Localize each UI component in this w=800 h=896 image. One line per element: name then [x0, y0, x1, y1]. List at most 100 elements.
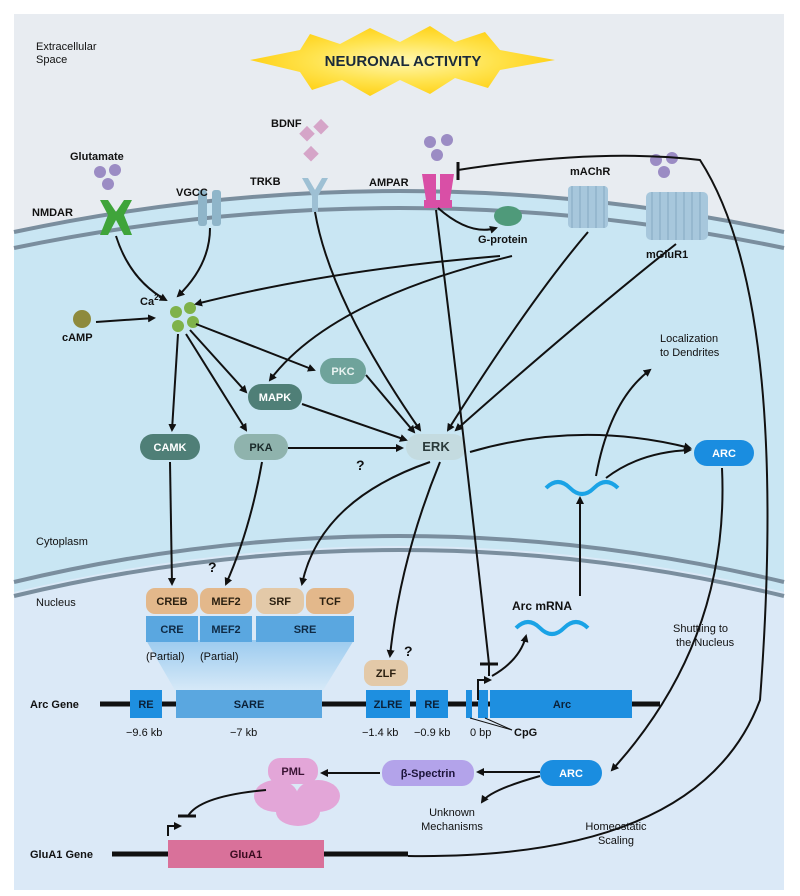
sre-element: [256, 616, 354, 642]
pkc-node: [320, 358, 366, 384]
trkb-label: TRKB: [250, 176, 281, 188]
re-left-element: [130, 690, 162, 718]
inhibition-paths: [187, 154, 769, 858]
glua1-tss-arrow: [167, 822, 182, 836]
erk-label: ERK: [422, 439, 450, 454]
tcf-label: TCF: [319, 596, 341, 608]
arc-protein-nucleus: [540, 760, 602, 786]
zlf-factor: [364, 660, 408, 686]
tcf-factor: [306, 588, 354, 614]
re-right-element: [416, 690, 448, 718]
glutamate-ligands: [94, 164, 121, 190]
pos-0-9kb: −0.9 kb: [414, 727, 450, 739]
re-right-label: RE: [424, 699, 439, 711]
activation-arrows: [95, 207, 724, 804]
arc-mrna-nucleus: [514, 620, 590, 636]
sare-label: SARE: [234, 699, 265, 711]
camk-label: CAMK: [154, 442, 187, 454]
srf-label: SRF: [269, 596, 291, 608]
arc-coding-label: Arc: [553, 699, 571, 711]
zlre-label: ZLRE: [374, 699, 403, 711]
cpg-label: CpG: [514, 727, 537, 739]
sre-label: SRE: [294, 624, 317, 636]
neuronal-activity-burst: NEURONAL ACTIVITY: [250, 26, 555, 96]
re-left-label: RE: [138, 699, 153, 711]
nmdar-label: NMDAR: [32, 207, 73, 219]
glua1-coding-region: [168, 840, 324, 868]
cre-label: CRE: [160, 624, 183, 636]
cytoplasm-label: Cytoplasm: [36, 536, 88, 548]
pos-0bp: 0 bp: [470, 727, 491, 739]
pka-label: PKA: [249, 442, 272, 454]
pml-label: PML: [281, 766, 305, 778]
arc-gene-label: Arc Gene: [30, 699, 79, 711]
cre-element: [146, 616, 198, 642]
sare-element: [176, 690, 322, 718]
mef2-question: ?: [208, 559, 217, 575]
ampar-ligands: [424, 134, 453, 161]
mef2-factor: [200, 588, 252, 614]
cre-partial-label: (Partial): [146, 651, 185, 663]
nuclear-membrane-inner: [13, 548, 785, 598]
glua1-gene-label: GluA1 Gene: [30, 849, 93, 861]
zlf-question: ?: [404, 643, 413, 659]
arc-protein-cytoplasm-label: ARC: [712, 448, 736, 460]
mglur1-label: mGluR1: [646, 249, 688, 261]
mef2-element: [200, 616, 252, 642]
nucleus-label: Nucleus: [36, 597, 76, 609]
arc-mrna-label: Arc mRNA: [512, 599, 572, 613]
arc-mrna-cytoplasm: [544, 480, 620, 496]
calcium-label: Ca2+: [140, 293, 164, 308]
machr-receptor: [568, 186, 608, 228]
spectrin-node: [382, 760, 474, 786]
mapk-node: [248, 384, 302, 410]
creb-label: CREB: [156, 596, 187, 608]
cpg-bar-2: [478, 690, 488, 718]
mef2-element-label: MEF2: [211, 624, 240, 636]
ampar-receptor: [422, 174, 454, 208]
arc-protein-cytoplasm: [694, 440, 754, 466]
mef2-factor-label: MEF2: [211, 596, 240, 608]
pml-body-3: [276, 798, 320, 826]
sare-composition-cone: [146, 640, 354, 692]
zlf-label: ZLF: [376, 668, 396, 680]
creb-factor: [146, 588, 198, 614]
cpg-bar-1: [466, 690, 472, 718]
zlre-element: [366, 690, 410, 718]
g-protein-label: G-protein: [478, 234, 528, 246]
machr-label: mAChR: [570, 166, 610, 178]
pos-1-4kb: −1.4 kb: [362, 727, 398, 739]
vgcc-label: VGCC: [176, 187, 208, 199]
camp-molecule: [73, 310, 91, 328]
arc-coding-region: [490, 690, 632, 718]
pos-7kb: −7 kb: [230, 727, 257, 739]
mapk-label: MAPK: [259, 392, 291, 404]
glutamate-label: Glutamate: [70, 151, 124, 163]
ampar-label: AMPAR: [369, 177, 409, 189]
pml-node: [268, 758, 318, 784]
trkb-receptor: [302, 178, 328, 212]
camp-label: cAMP: [62, 332, 93, 344]
mef2-partial-label: (Partial): [200, 651, 239, 663]
pka-erk-question: ?: [356, 457, 365, 473]
pka-node: [234, 434, 288, 460]
g-protein-shape: [494, 206, 522, 226]
nmdar-receptor: [100, 200, 132, 235]
glua1-coding-label: GluA1: [230, 849, 262, 861]
camk-node: [140, 434, 200, 460]
erk-node: [406, 434, 466, 460]
mglur1-receptor: [646, 192, 708, 240]
srf-factor: [256, 588, 304, 614]
pos-9-6kb: −9.6 kb: [126, 727, 162, 739]
bdnf-label: BDNF: [271, 118, 302, 130]
vgcc-channel: [198, 190, 221, 226]
neuronal-activity-title: NEURONAL ACTIVITY: [325, 53, 482, 70]
arc-protein-nucleus-label: ARC: [559, 768, 583, 780]
nuclear-membrane-outer: [13, 534, 785, 584]
